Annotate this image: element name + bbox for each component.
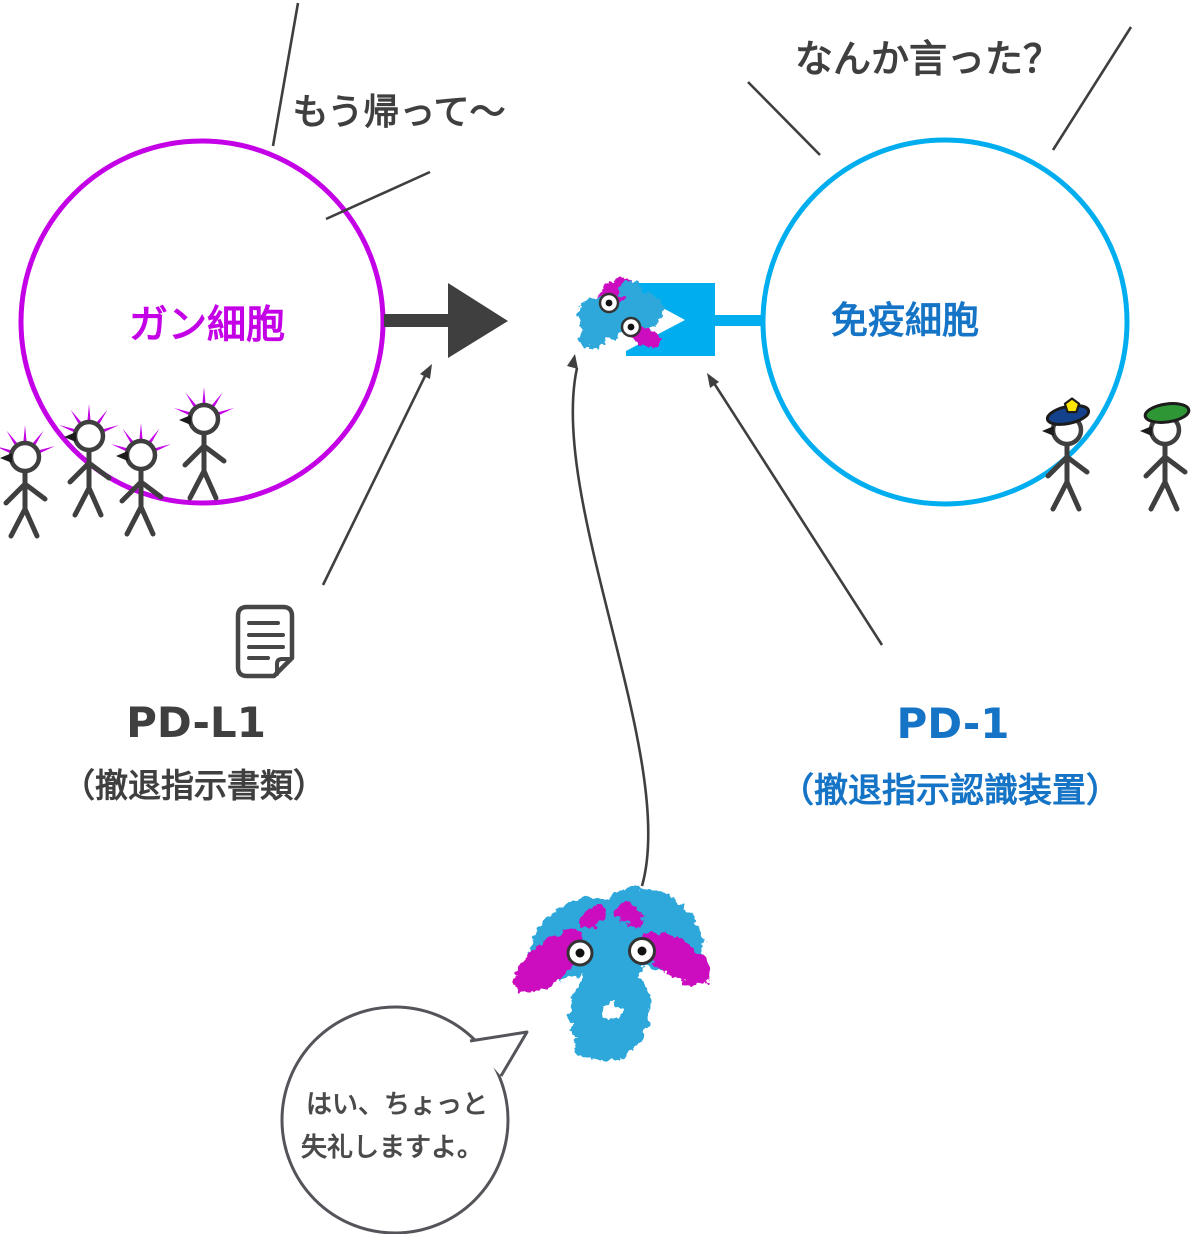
police-figure bbox=[1042, 397, 1091, 510]
pdl1-name-label: PD-L1 bbox=[126, 698, 266, 747]
immune-speech-line-right bbox=[1051, 26, 1133, 151]
cancer-cell-circle bbox=[18, 138, 386, 506]
antibody-small-molecule bbox=[577, 278, 663, 348]
document-icon bbox=[235, 604, 295, 679]
antibody-speech-bubble: はい、ちょっと 失礼しますよ。 bbox=[280, 1005, 529, 1234]
antibody-large-molecule bbox=[513, 887, 711, 1061]
cancer-cell-label: ガン細胞 bbox=[129, 303, 285, 348]
speech-bubble-tail bbox=[470, 1032, 527, 1076]
pdl1-desc-label: （撤退指示書類） bbox=[62, 766, 326, 805]
antibody-eye bbox=[566, 937, 656, 967]
antibody-pointer-arrow bbox=[567, 354, 650, 887]
cancer-speech-line-left bbox=[271, 2, 300, 147]
pdl1-signal-arrow bbox=[384, 283, 508, 358]
cancer-speech-text: もう帰って～ bbox=[292, 92, 505, 133]
cancer-speech-line-right bbox=[325, 170, 431, 221]
cancer-cell-figure bbox=[0, 425, 55, 536]
police-hat-icon bbox=[1045, 397, 1091, 426]
green-beret-icon bbox=[1143, 402, 1191, 424]
speech-bubble-line1: はい、ちょっと bbox=[306, 1090, 488, 1120]
antibody-eye bbox=[598, 292, 642, 338]
pd1-name-label: PD-1 bbox=[896, 699, 1009, 748]
pd1-pointer-arrow bbox=[707, 373, 884, 646]
immune-speech-line-left bbox=[747, 81, 821, 156]
pdl1-pointer-arrow bbox=[321, 364, 432, 586]
speech-bubble-line2: 失礼しますよ。 bbox=[301, 1132, 483, 1163]
beret-figure bbox=[1140, 402, 1191, 509]
immune-cell-label: 免疫細胞 bbox=[831, 299, 979, 342]
pd1-desc-label: （撤退指示認識装置） bbox=[780, 771, 1120, 811]
immune-speech-text: なんか言った？ bbox=[795, 37, 1061, 81]
